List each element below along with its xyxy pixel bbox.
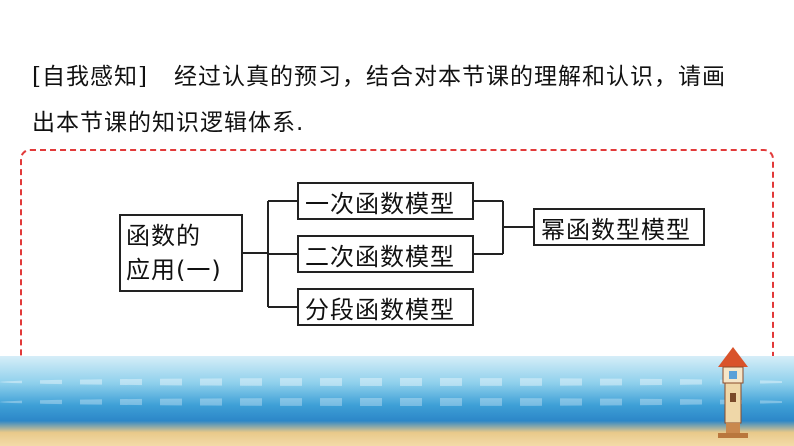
merged-node: 幂函数型模型 [533, 208, 705, 246]
root-line-1: 函数的 [126, 222, 201, 250]
branch-node-3: 分段函数模型 [297, 288, 474, 326]
lighthouse-icon [718, 347, 748, 438]
intro-line-1: 经过认真的预习，结合对本节课的理解和认识，请画 [173, 64, 726, 90]
branch-node-1: 一次函数模型 [297, 182, 474, 220]
root-node: 函数的 应用(一) [119, 214, 243, 292]
intro-line-2: 出本节课的知识逻辑体系. [32, 110, 305, 136]
wave-decoration-1 [0, 378, 794, 386]
root-line-2: 应用(一) [126, 256, 222, 284]
intro-paragraph: [自我感知] 经过认真的预习，结合对本节课的理解和认识，请画 出本节课的知识逻辑体… [32, 54, 772, 146]
wave-decoration-2 [0, 398, 794, 406]
ocean-decoration [0, 356, 794, 446]
intro-label: [自我感知] [32, 64, 148, 90]
branch-node-2: 二次函数模型 [297, 235, 474, 273]
